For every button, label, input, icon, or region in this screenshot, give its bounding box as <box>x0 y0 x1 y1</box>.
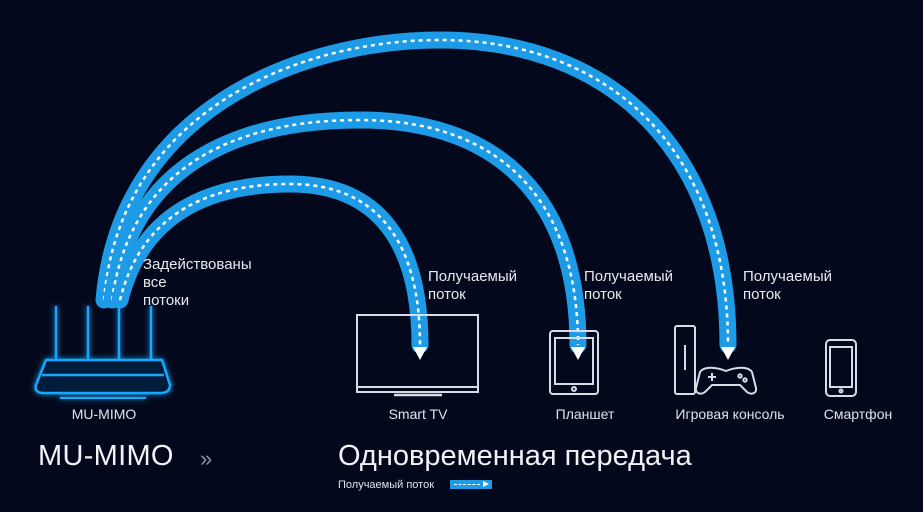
router-streams-label: Задействованы все потоки <box>143 256 252 309</box>
chevrons-icon: » <box>200 446 212 471</box>
tv-stream-label: Получаемый поток <box>428 268 518 303</box>
smartphone-icon <box>825 339 857 397</box>
tablet-label: Планшет <box>555 406 615 422</box>
game-console-icon <box>674 325 758 395</box>
stream-arc-tv <box>111 175 429 354</box>
tv-icon <box>356 314 479 397</box>
tablet-icon <box>549 330 599 395</box>
arrowhead-tablet <box>571 347 585 360</box>
footer-left-title: MU-MIMO <box>38 440 174 472</box>
arrowhead-console <box>721 347 735 360</box>
router-label: MU-MIMO <box>71 406 137 422</box>
stream-arc-tablet <box>103 111 587 354</box>
console-stream-label: Получаемый поток <box>743 268 833 303</box>
router-icon <box>34 306 172 399</box>
legend-label: Получаемый поток <box>338 479 435 491</box>
console-label: Игровая консоль <box>675 406 785 422</box>
arrowhead-tv <box>413 347 427 360</box>
smartphone-label: Смартфон <box>823 406 893 422</box>
stream-arc-console <box>95 31 737 354</box>
tv-label: Smart TV <box>388 406 448 422</box>
tablet-stream-label: Получаемый поток <box>584 268 674 303</box>
footer-right-title: Одновременная передача <box>338 440 692 472</box>
legend-stream-swatch <box>450 480 492 489</box>
